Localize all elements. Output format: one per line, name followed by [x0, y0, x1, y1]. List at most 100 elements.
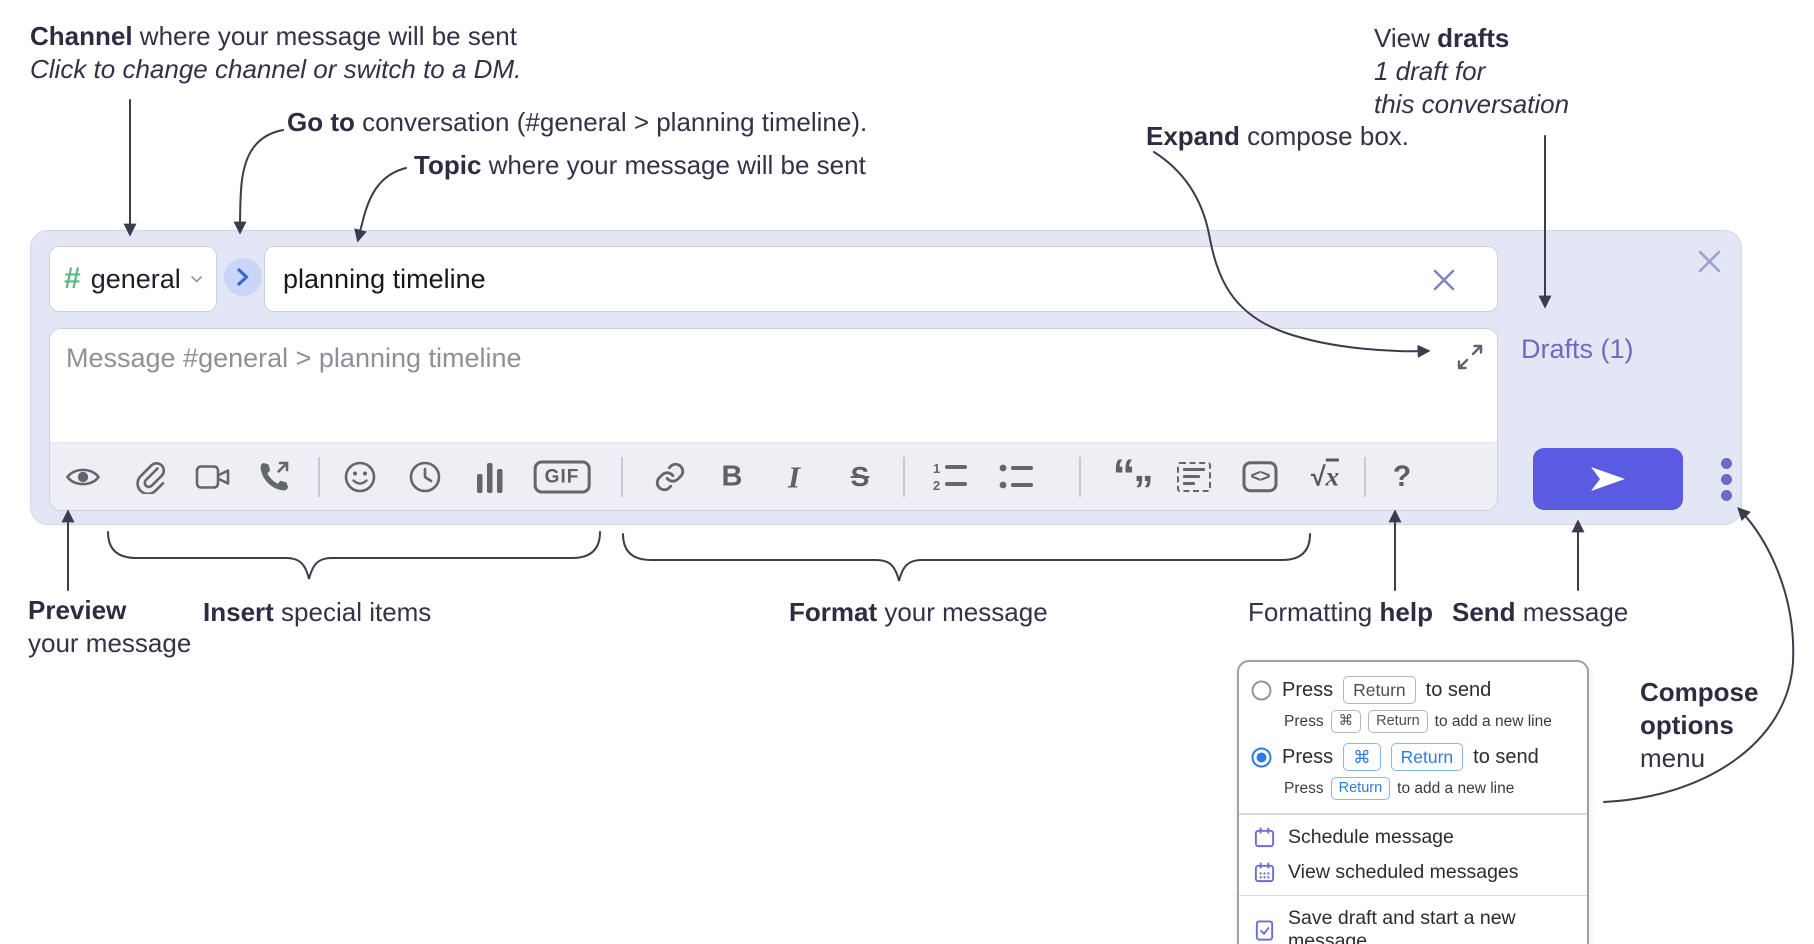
chevron-down-icon [190, 275, 202, 282]
annotation-channel: Channel where your message will be sent … [30, 21, 522, 84]
annotation-insert: Insert special items [203, 597, 432, 627]
strikethrough-button[interactable]: S [850, 460, 870, 492]
topic-input[interactable] [264, 246, 1498, 312]
quote-icon: “” [1112, 449, 1154, 511]
toolbar-divider [1364, 456, 1366, 497]
channel-name: general [90, 263, 181, 294]
compose-options-popup: Press Return to send Press ⌘ Return to a… [1237, 660, 1589, 944]
ellipsis-dot [1720, 457, 1732, 469]
message-panel: GIF B I S [49, 328, 1498, 511]
annotation-topic: Topic where your message will be sent [414, 150, 866, 180]
close-compose-button[interactable] [1693, 245, 1725, 277]
draft-check-icon [1255, 919, 1274, 941]
quote-button[interactable]: “” [1112, 449, 1156, 511]
emoji-button[interactable] [343, 460, 377, 494]
drafts-link[interactable]: Drafts (1) [1521, 334, 1634, 364]
cmd-key: ⌘ [1330, 710, 1362, 733]
paper-plane-icon [1591, 467, 1625, 491]
annotation-preview: Preview your message [28, 595, 192, 658]
connector-goto [233, 129, 284, 235]
clear-topic-button[interactable] [1429, 265, 1459, 295]
send-shortcut-option-return[interactable]: Press Return to send Press ⌘ Return to a… [1239, 674, 1587, 741]
numbered-list-button[interactable]: 1 2 [932, 461, 968, 493]
link-button[interactable] [653, 460, 687, 494]
compose-options-menu-button[interactable] [1706, 450, 1746, 508]
menu-item-schedule-message[interactable]: Schedule message [1239, 820, 1587, 855]
voice-call-button[interactable] [257, 460, 291, 494]
annotation-format: Format your message [789, 597, 1048, 627]
question-mark-icon: ? [1392, 459, 1412, 493]
close-icon [1698, 250, 1720, 272]
calendar-icon [1254, 826, 1275, 847]
italic-label: I [787, 459, 801, 494]
radio-selected-icon [1251, 747, 1272, 767]
menu-item-view-scheduled-messages[interactable]: View scheduled messages [1239, 855, 1587, 890]
math-button[interactable]: √x [1311, 458, 1340, 492]
formatting-help-button[interactable]: ? [1392, 459, 1412, 493]
brace-format [622, 533, 1311, 582]
code-button[interactable]: <> [1242, 460, 1278, 493]
expand-arrows-icon [1457, 344, 1483, 370]
smiley-icon [344, 461, 376, 492]
go-to-conversation-button[interactable] [224, 258, 262, 296]
ellipsis-dot [1720, 473, 1732, 485]
ellipsis-dot [1720, 489, 1732, 501]
spoiler-button[interactable] [1177, 461, 1211, 492]
expand-compose-icon[interactable] [1455, 343, 1485, 373]
menu-item-save-draft-new-message[interactable]: Save draft and start a new message [1239, 901, 1587, 944]
channel-selector[interactable]: # general [49, 246, 217, 312]
compose-toolbar: GIF B I S [50, 442, 1497, 510]
eye-icon [65, 468, 101, 485]
return-key: Return [1368, 710, 1428, 733]
message-input[interactable] [50, 329, 1497, 441]
paperclip-icon [136, 461, 166, 494]
math-icon: √x [1311, 458, 1340, 492]
bulleted-list-button[interactable] [998, 461, 1034, 493]
link-icon [655, 462, 685, 491]
return-key: Return [1330, 777, 1391, 800]
strikethrough-label: S [850, 460, 870, 492]
brace-insert [107, 531, 601, 580]
return-key: Return [1390, 743, 1464, 771]
gif-button[interactable]: GIF [533, 460, 591, 493]
radio-unselected-icon [1251, 680, 1272, 700]
chevron-right-icon [237, 268, 249, 286]
bold-label: B [721, 460, 743, 492]
svg-text:1: 1 [933, 461, 940, 476]
bar-chart-icon [477, 462, 503, 493]
popup-divider [1239, 894, 1587, 896]
cmd-key: ⌘ [1343, 743, 1381, 771]
preview-button[interactable] [65, 464, 101, 489]
attach-file-button[interactable] [134, 460, 166, 494]
clock-icon [409, 461, 441, 492]
annotation-goto: Go to conversation (#general > planning … [287, 107, 868, 137]
toolbar-divider [318, 456, 320, 497]
svg-text:2: 2 [933, 478, 940, 493]
send-button[interactable] [1533, 448, 1683, 510]
channel-hash-icon: # [64, 262, 81, 295]
return-key: Return [1343, 676, 1416, 704]
toolbar-divider [903, 456, 905, 497]
calendar-dots-icon [1254, 861, 1275, 882]
toolbar-divider [1079, 456, 1081, 497]
numbered-list-icon: 1 2 [933, 461, 967, 493]
spoiler-icon [1177, 461, 1211, 492]
bulleted-list-icon [999, 464, 1033, 488]
phone-outgoing-icon [260, 461, 289, 490]
annotation-expand: Expand compose box. [1146, 121, 1410, 151]
bold-button[interactable]: B [722, 462, 743, 491]
gif-label: GIF [533, 460, 591, 493]
video-camera-icon [195, 464, 230, 489]
code-icon: <> [1242, 460, 1278, 493]
toolbar-divider [621, 456, 623, 497]
close-icon [1433, 269, 1455, 291]
annotation-view-drafts: View drafts 1 draft for this conversatio… [1374, 23, 1570, 119]
send-shortcut-option-cmd-return[interactable]: Press ⌘ Return to send Press Return to a… [1239, 741, 1587, 808]
poll-button[interactable] [476, 461, 504, 493]
italic-button[interactable]: I [788, 461, 800, 492]
annotation-formatting-help: Formatting help [1248, 597, 1433, 627]
video-call-button[interactable] [195, 464, 231, 490]
compose-box: # general [30, 230, 1742, 525]
schedule-time-button[interactable] [408, 460, 442, 494]
